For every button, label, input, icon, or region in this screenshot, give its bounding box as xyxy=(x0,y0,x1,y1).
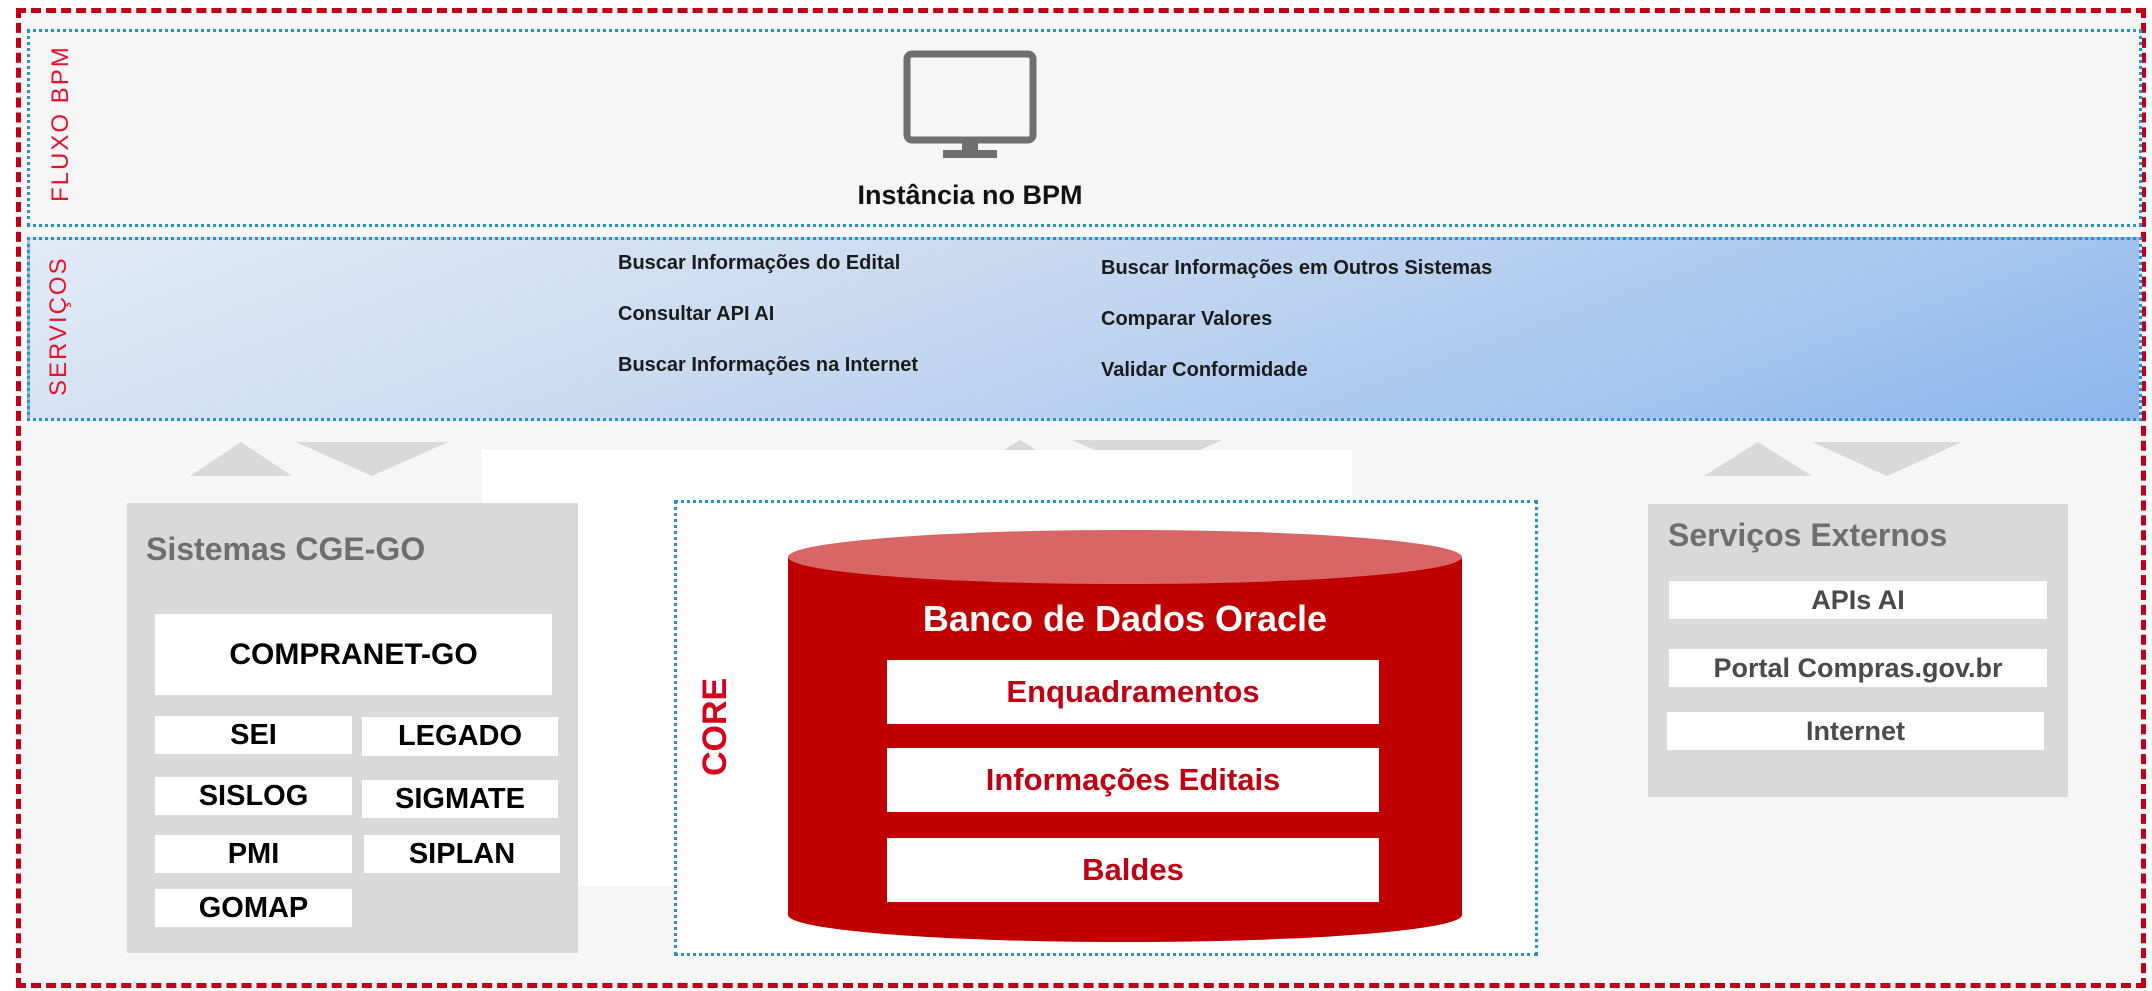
sistemas-arrows xyxy=(190,442,448,476)
external-service-item: Internet xyxy=(1667,712,2044,750)
sistemas-cge-title: Sistemas CGE-GO xyxy=(146,531,426,567)
service-item: Buscar Informações na Internet xyxy=(618,354,919,376)
db-table-item: Baldes xyxy=(887,838,1379,902)
externos-arrows xyxy=(1704,442,1962,476)
fluxo-bpm-label: FLUXO BPM xyxy=(47,45,74,202)
servicos-externos-title: Serviços Externos xyxy=(1668,517,1948,553)
system-item: SEI xyxy=(155,716,352,754)
service-item: Buscar Informações em Outros Sistemas xyxy=(1101,257,1493,279)
system-item: GOMAP xyxy=(155,889,352,927)
monitor-icon xyxy=(903,50,1037,158)
external-service-item: Portal Compras.gov.br xyxy=(1669,649,2047,687)
service-item: Buscar Informações do Edital xyxy=(618,252,901,274)
system-compranet: COMPRANET-GO xyxy=(155,614,552,695)
service-item: Consultar API AI xyxy=(618,303,775,325)
service-item: Comparar Valores xyxy=(1101,308,1273,330)
service-item: Validar Conformidade xyxy=(1101,359,1308,381)
database-title: Banco de Dados Oracle xyxy=(922,598,1328,639)
fluxo-bpm-band xyxy=(27,29,2142,227)
db-table-item: Informações Editais xyxy=(887,748,1379,812)
system-item: SISLOG xyxy=(155,777,352,815)
external-service-item: APIs AI xyxy=(1669,581,2047,619)
bpm-instance-title: Instância no BPM xyxy=(857,180,1083,210)
system-item: SIGMATE xyxy=(362,780,558,818)
core-label: CORE xyxy=(696,677,734,776)
servicos-band xyxy=(27,237,2142,421)
system-item: SIPLAN xyxy=(364,835,560,873)
system-item: PMI xyxy=(155,835,352,873)
db-table-item: Enquadramentos xyxy=(887,660,1379,724)
servicos-label: SERVIÇOS xyxy=(45,256,72,396)
system-item: LEGADO xyxy=(362,717,558,756)
